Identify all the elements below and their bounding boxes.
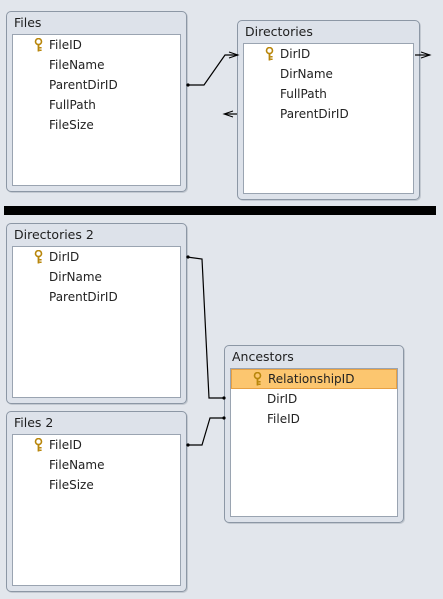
- field-name: FileSize: [49, 478, 94, 492]
- field-name: DirName: [49, 270, 102, 284]
- field-row[interactable]: DirID: [244, 44, 413, 64]
- table-title: Files: [14, 15, 42, 30]
- field-name: ParentDirID: [280, 107, 349, 121]
- key-icon: [253, 372, 262, 386]
- field-name: FileName: [49, 458, 105, 472]
- table-title: Directories 2: [14, 227, 94, 242]
- field-name: FileID: [267, 412, 300, 426]
- field-name: FileID: [49, 38, 82, 52]
- field-name: ParentDirID: [49, 290, 118, 304]
- field-row[interactable]: DirName: [13, 267, 180, 287]
- field-name: DirName: [280, 67, 333, 81]
- field-list: FileID FileName FileSize: [12, 434, 181, 586]
- field-list: DirID DirName FullPath ParentDirID: [243, 43, 414, 194]
- field-row[interactable]: FileName: [13, 55, 180, 75]
- field-name: FileName: [49, 58, 105, 72]
- field-name: FileID: [49, 438, 82, 452]
- field-row[interactable]: ParentDirID: [244, 104, 413, 124]
- field-row[interactable]: FileID: [13, 35, 180, 55]
- field-list: DirID DirName ParentDirID: [12, 246, 181, 398]
- field-list: RelationshipID DirID FileID: [230, 368, 398, 517]
- field-row-selected[interactable]: RelationshipID: [231, 369, 397, 389]
- table-files-2[interactable]: Files 2 FileID FileName FileSize: [6, 411, 187, 592]
- field-row[interactable]: DirID: [231, 389, 397, 409]
- field-name: DirID: [267, 392, 298, 406]
- key-icon: [34, 250, 43, 264]
- field-name: RelationshipID: [268, 372, 355, 386]
- key-icon: [34, 438, 43, 452]
- field-row[interactable]: DirName: [244, 64, 413, 84]
- field-row[interactable]: FullPath: [244, 84, 413, 104]
- table-title: Ancestors: [232, 349, 294, 364]
- table-directories[interactable]: Directories DirID DirName FullPath Paren…: [237, 20, 420, 200]
- field-name: ParentDirID: [49, 78, 118, 92]
- table-title: Files 2: [14, 415, 54, 430]
- join-line-files2-ancestors: [187, 417, 225, 446]
- field-row[interactable]: ParentDirID: [13, 287, 180, 307]
- join-line-files-directories: [187, 54, 238, 86]
- table-directories-2[interactable]: Directories 2 DirID DirName ParentDirID: [6, 223, 187, 404]
- field-row[interactable]: FileSize: [13, 115, 180, 135]
- field-list: FileID FileName ParentDirID FullPath Fil…: [12, 34, 181, 186]
- field-row[interactable]: FileID: [13, 435, 180, 455]
- field-row[interactable]: FileSize: [13, 475, 180, 495]
- field-name: DirID: [280, 47, 311, 61]
- field-name: FullPath: [280, 87, 327, 101]
- field-row[interactable]: FileID: [231, 409, 397, 429]
- field-name: FullPath: [49, 98, 96, 112]
- field-name: DirID: [49, 250, 80, 264]
- table-ancestors[interactable]: Ancestors RelationshipID DirID FileID: [224, 345, 404, 523]
- table-files[interactable]: Files FileID FileName ParentDirID FullPa…: [6, 11, 187, 192]
- key-icon: [34, 38, 43, 52]
- field-row[interactable]: DirID: [13, 247, 180, 267]
- section-divider: [4, 206, 436, 215]
- field-row[interactable]: FileName: [13, 455, 180, 475]
- table-title: Directories: [245, 24, 313, 39]
- field-row[interactable]: FullPath: [13, 95, 180, 115]
- join-line-directories2-ancestors: [186, 256, 225, 399]
- key-icon: [265, 47, 274, 61]
- field-row[interactable]: ParentDirID: [13, 75, 180, 95]
- field-name: FileSize: [49, 118, 94, 132]
